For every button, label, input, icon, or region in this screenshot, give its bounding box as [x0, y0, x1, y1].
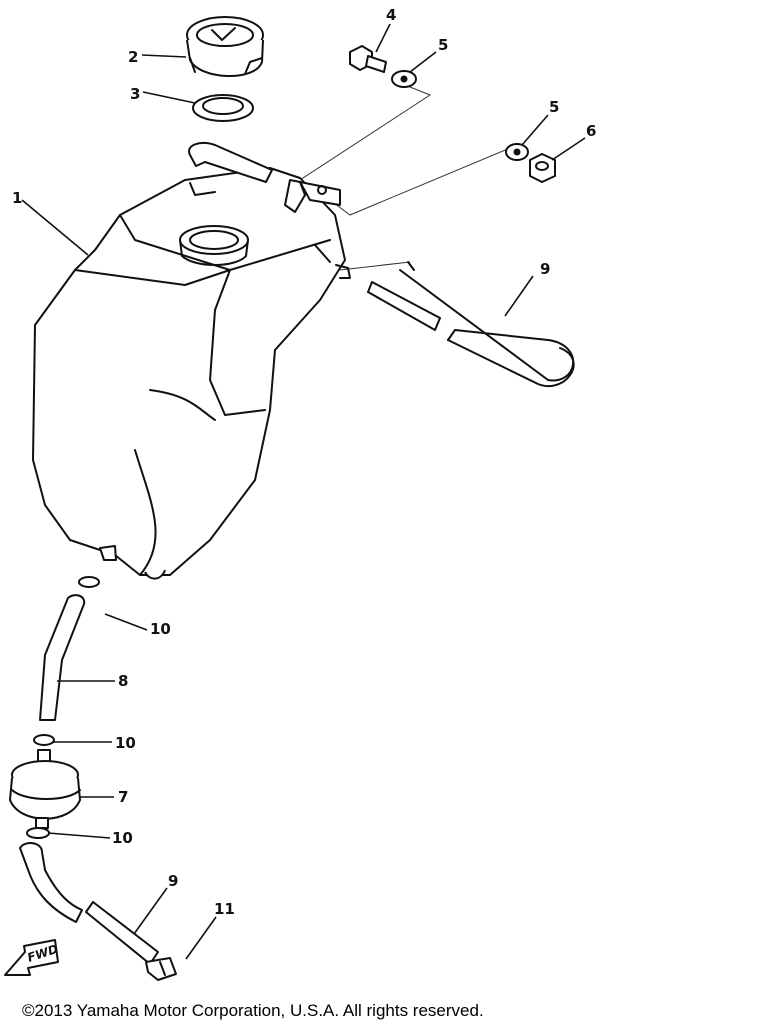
callout-5-upper: 5: [438, 36, 448, 54]
bolt: [349, 45, 387, 73]
fuel-cap: [186, 16, 264, 77]
leader-lines: [21, 23, 586, 960]
callout-5-right: 5: [549, 98, 559, 116]
exploded-parts-diagram: FWD 1 2 3 4 5 5 6 7 8 9 9 10 10 10 11: [4, 6, 596, 981]
callout-9-lower: 9: [168, 872, 178, 890]
callout-10-middle: 10: [115, 734, 136, 752]
fuel-filter: [9, 749, 81, 829]
hose-clip-lower: [26, 827, 50, 839]
fuel-tank: [32, 167, 351, 580]
callout-10-lower: 10: [112, 829, 133, 847]
nut: [529, 153, 556, 183]
mounting-bracket: [284, 179, 341, 213]
forward-arrow-icon: FWD: [4, 939, 60, 976]
callout-7: 7: [118, 788, 128, 806]
callout-labels: 1 2 3 4 5 5 6 7 8 9 9 10 10 10 11: [12, 6, 596, 918]
washer-upper: [391, 70, 417, 88]
lower-fuel-hose: [19, 842, 159, 965]
cap-gasket: [192, 94, 254, 122]
hose-clip-middle: [33, 734, 55, 746]
callout-9-upper: 9: [540, 260, 550, 278]
callout-8: 8: [118, 672, 128, 690]
hose-clamp: [145, 957, 177, 981]
overflow-hose: [367, 261, 575, 387]
washer-right: [505, 143, 529, 161]
hose-clip-upper: [78, 576, 100, 588]
callout-3: 3: [130, 85, 140, 103]
callout-2: 2: [128, 48, 138, 66]
callout-6: 6: [586, 122, 596, 140]
fuel-hose: [39, 594, 86, 721]
callout-4: 4: [386, 6, 396, 24]
callout-1: 1: [12, 189, 22, 207]
copyright-notice: ©2013 Yamaha Motor Corporation, U.S.A. A…: [22, 1001, 484, 1020]
callout-11: 11: [214, 900, 235, 918]
breather-hose: [188, 142, 273, 183]
callout-10-upper: 10: [150, 620, 171, 638]
